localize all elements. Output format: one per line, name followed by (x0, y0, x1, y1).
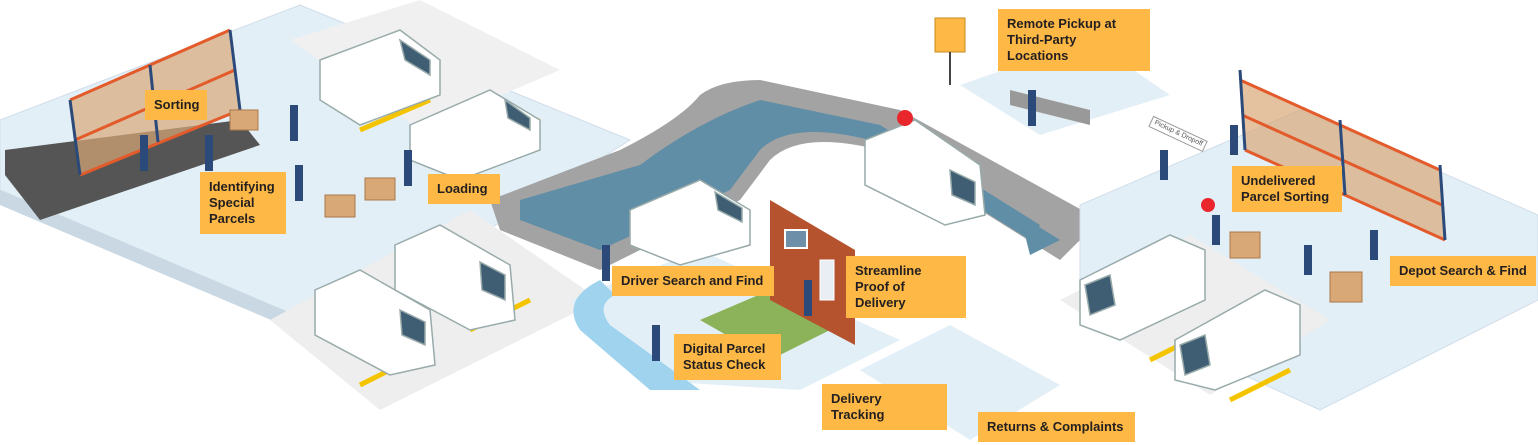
location-pin-icon (1201, 198, 1215, 212)
delivery-vans (314, 29, 1301, 391)
warehouse-platform-edge (0, 190, 330, 345)
van (864, 119, 986, 226)
van (319, 29, 441, 126)
location-pin-icon (897, 110, 913, 126)
label-driver-search-find: Driver Search and Find (612, 266, 774, 296)
conveyor-belt (5, 120, 260, 220)
label-delivery-tracking: Delivery Tracking (822, 384, 947, 430)
house-window (784, 229, 808, 249)
house-door (819, 259, 835, 301)
van (314, 269, 436, 376)
van (629, 179, 751, 266)
workers (140, 90, 1378, 361)
shelving-rack-right (1238, 69, 1447, 242)
label-remote-pickup: Remote Pickup at Third-Party Locations (998, 9, 1150, 71)
label-loading: Loading (428, 174, 500, 204)
customer-room-platform (860, 325, 1060, 440)
label-digital-parcel-status-check: Digital Parcel Status Check (674, 334, 781, 380)
label-undelivered-parcel-sorting: Undelivered Parcel Sorting (1232, 166, 1342, 212)
parcels (229, 109, 1363, 303)
road-arrow (1020, 215, 1060, 255)
store-sign (934, 17, 966, 53)
label-identifying-special-parcels: Identifying Special Parcels (200, 172, 286, 234)
van (1079, 234, 1206, 341)
label-sorting: Sorting (145, 90, 207, 120)
label-streamline-proof-of-delivery: Streamline Proof of Delivery (846, 256, 966, 318)
van (1174, 289, 1301, 391)
driveway-path (573, 280, 700, 390)
label-depot-search-find: Depot Search & Find (1390, 256, 1536, 286)
label-returns-complaints: Returns & Complaints (978, 412, 1135, 442)
